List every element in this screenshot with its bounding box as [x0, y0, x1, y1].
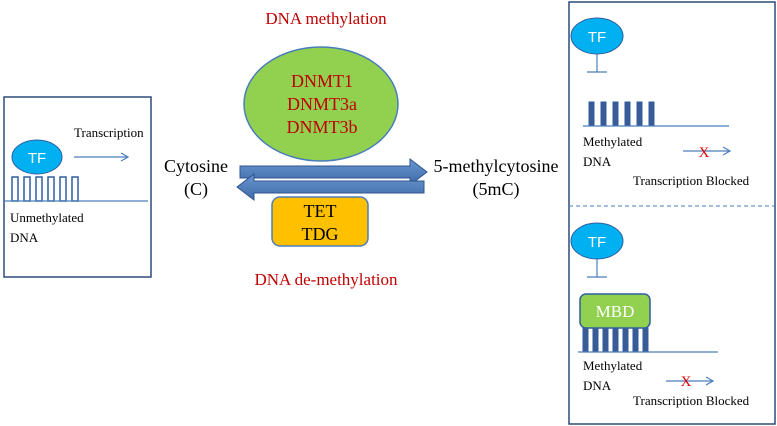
dna-label-top: DNA — [583, 154, 612, 169]
demethylation-arrow — [236, 172, 425, 202]
cytosine-abbr: (C) — [184, 179, 208, 200]
dna-label: DNA — [10, 230, 39, 245]
cytosine-label: Cytosine — [164, 156, 228, 176]
tf-bubble — [11, 139, 63, 175]
methylated-label-bottom: Methylated — [583, 358, 643, 373]
methylated-panel: TF Methylated DNA X Transcription Blocke… — [568, 1, 776, 425]
dnmt3b-label: DNMT3b — [287, 117, 358, 137]
blocked-x-top: X — [699, 145, 710, 161]
mbd-label: MBD — [596, 302, 635, 321]
methylation-title: DNA methylation — [265, 9, 387, 28]
tf-label-top: TF — [588, 29, 606, 46]
tet-tdg-box — [271, 196, 369, 247]
unmethylated-label: Unmethylated — [10, 210, 84, 225]
methylation-arrow — [239, 157, 428, 187]
blocked-x-bottom: X — [681, 374, 692, 390]
tdg-label: TDG — [302, 224, 339, 244]
dnmt1-label: DNMT1 — [291, 71, 353, 91]
methylated-cpg-sites-bottom — [582, 327, 649, 353]
methylcytosine-abbr: (5mC) — [473, 179, 520, 200]
methylated-label-top: Methylated — [583, 134, 643, 149]
tf-label-bottom: TF — [588, 234, 606, 251]
dnmt3a-label: DNMT3a — [287, 94, 357, 114]
tet-label: TET — [304, 201, 337, 221]
transcription-blocked-bottom: Transcription Blocked — [633, 393, 750, 408]
tf-label: TF — [28, 150, 46, 167]
methylcytosine-label: 5-methylcytosine — [434, 156, 559, 176]
demethylation-title: DNA de-methylation — [254, 270, 398, 289]
dna-label-bottom: DNA — [583, 378, 612, 393]
unmethylated-panel: TF Transcription Unmethylated DNA — [3, 96, 152, 278]
transcription-blocked-top: Transcription Blocked — [633, 173, 750, 188]
dnmt-enzyme-ellipse — [243, 46, 399, 162]
transcription-label: Transcription — [74, 125, 144, 140]
